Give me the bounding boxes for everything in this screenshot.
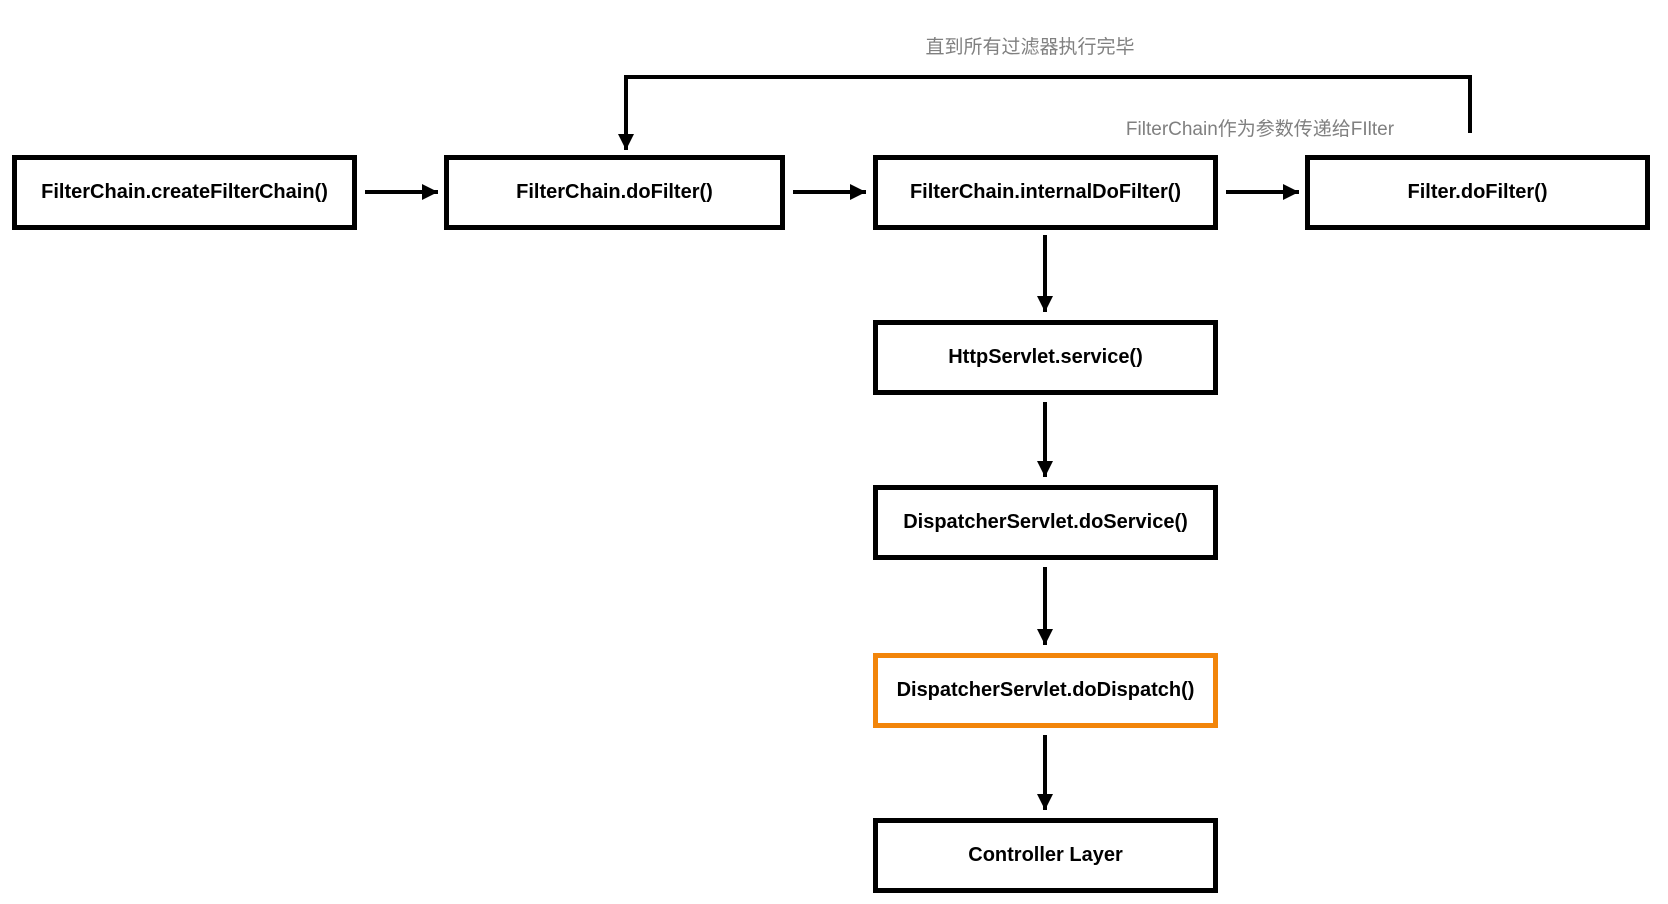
node-controller-layer: Controller Layer	[873, 818, 1218, 893]
node-httpservlet-service: HttpServlet.service()	[873, 320, 1218, 395]
node-filterchain-createfilterchain: FilterChain.createFilterChain()	[12, 155, 357, 230]
node-dispatcherservlet-doservice: DispatcherServlet.doService()	[873, 485, 1218, 560]
node-filterchain-dofilter: FilterChain.doFilter()	[444, 155, 785, 230]
node-filterchain-internaldofilter: FilterChain.internalDoFilter()	[873, 155, 1218, 230]
node-filter-dofilter: Filter.doFilter()	[1305, 155, 1650, 230]
loop-annotation: 直到所有过滤器执行完毕	[925, 37, 1135, 58]
param-annotation: FilterChain作为参数传递给FIlter	[1125, 119, 1395, 140]
node-dispatcherservlet-dodispatch: DispatcherServlet.doDispatch()	[873, 653, 1218, 728]
